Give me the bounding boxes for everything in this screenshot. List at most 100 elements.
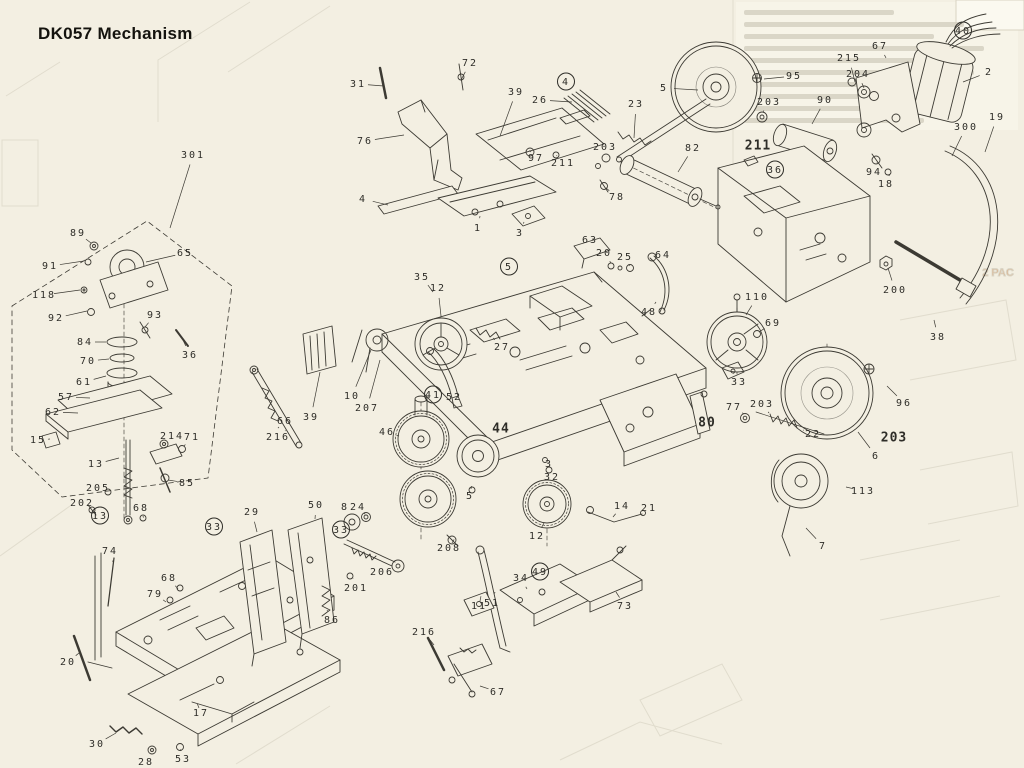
leader-line	[758, 328, 765, 333]
leader-line	[312, 371, 321, 408]
part-label: 77	[726, 402, 742, 413]
part-label: 36	[767, 165, 783, 176]
lever-64	[573, 237, 670, 315]
part-label: 91	[42, 261, 58, 272]
leader-line	[355, 349, 372, 387]
part-label: 63	[582, 235, 598, 246]
part-label: 301	[181, 150, 205, 161]
part-label: 39	[303, 412, 319, 423]
leader-line	[75, 397, 91, 399]
part-label: 67	[490, 687, 506, 698]
part-label: 216	[266, 432, 290, 443]
part-label: 26	[532, 95, 548, 106]
part-label: 5	[505, 262, 513, 273]
leader-line	[105, 457, 120, 462]
flywheel-lower	[780, 346, 875, 440]
part-label-circle	[424, 385, 442, 404]
bracket-top-left	[378, 63, 465, 191]
leader-line	[326, 609, 328, 612]
part-label: 2	[985, 67, 993, 78]
part-label: 4	[359, 194, 367, 205]
leader-line	[254, 521, 258, 533]
leader-line	[97, 358, 110, 361]
leader-line	[93, 375, 107, 380]
part-label: 86	[324, 615, 340, 626]
leader-line	[612, 513, 616, 518]
part-label: 15	[30, 435, 46, 446]
page-title: DK057 Mechanism	[38, 24, 193, 43]
leader-line	[175, 585, 179, 590]
part-label: 71	[184, 432, 200, 443]
bottom-left-chassis	[72, 552, 341, 755]
leader-line	[745, 305, 753, 316]
leader-line	[59, 260, 85, 265]
leader-line	[805, 527, 817, 539]
leader-line	[451, 539, 455, 544]
spring-27	[475, 327, 501, 340]
part-label: 34	[513, 573, 529, 584]
leader-line	[367, 84, 385, 87]
spring-13	[123, 467, 133, 499]
part-label: 200	[883, 285, 907, 296]
leader-line	[162, 599, 167, 603]
leader-line	[85, 238, 92, 244]
leader-line	[884, 54, 887, 59]
part-label: 38	[930, 332, 946, 343]
leader-line	[962, 75, 980, 83]
leader-line	[372, 200, 389, 206]
leader-line	[549, 100, 573, 103]
leader-line	[183, 444, 186, 447]
part-label: 73	[617, 601, 633, 612]
leader-line	[525, 586, 528, 590]
part-label: 84	[77, 337, 93, 348]
leader-line	[438, 297, 442, 317]
part-label: 113	[851, 486, 875, 497]
leader-line	[605, 187, 610, 191]
leader-line	[196, 703, 200, 709]
part-label: 90	[817, 95, 833, 106]
leader-line	[396, 434, 400, 437]
part-label: 53	[175, 754, 191, 765]
part-label: 93	[147, 310, 163, 321]
leader-line	[75, 652, 80, 656]
part-label: 13	[88, 459, 104, 470]
rod-38	[879, 240, 977, 298]
leader-line	[984, 126, 995, 153]
part-label: 48	[641, 307, 657, 318]
spring-66	[261, 387, 279, 422]
part-label: 92	[48, 313, 64, 324]
leader-line	[182, 339, 187, 347]
part-label: 96	[896, 398, 912, 409]
leader-line	[499, 101, 513, 137]
part-label: 51	[484, 598, 500, 609]
part-label-circle	[332, 520, 350, 539]
leader-line	[448, 388, 451, 391]
leader-line	[167, 479, 178, 482]
part-label: 205	[86, 483, 110, 494]
part-label: 4	[562, 77, 570, 88]
leader-line	[556, 155, 558, 157]
part-label: 30	[89, 739, 105, 750]
part-label: 7	[819, 541, 827, 552]
part-label: 5	[660, 83, 668, 94]
part-label: 23	[628, 99, 644, 110]
part-label: 3	[516, 228, 524, 239]
part-label: 1	[474, 223, 482, 234]
leader-line	[145, 254, 176, 263]
spring-22	[769, 413, 798, 429]
part-label: 74	[102, 546, 118, 557]
leader-line	[654, 301, 657, 305]
worm-coil	[351, 547, 377, 561]
part-label: 8	[341, 502, 349, 513]
leader-line	[169, 164, 191, 229]
central-chassis	[381, 271, 711, 467]
part-label: 31	[350, 79, 366, 90]
leader-line	[887, 267, 893, 281]
part-label: 118	[32, 290, 56, 301]
brackets-29-50	[239, 517, 335, 667]
part-label: 67	[872, 41, 888, 52]
part-label: 203	[881, 431, 907, 446]
spring-67	[459, 647, 477, 654]
